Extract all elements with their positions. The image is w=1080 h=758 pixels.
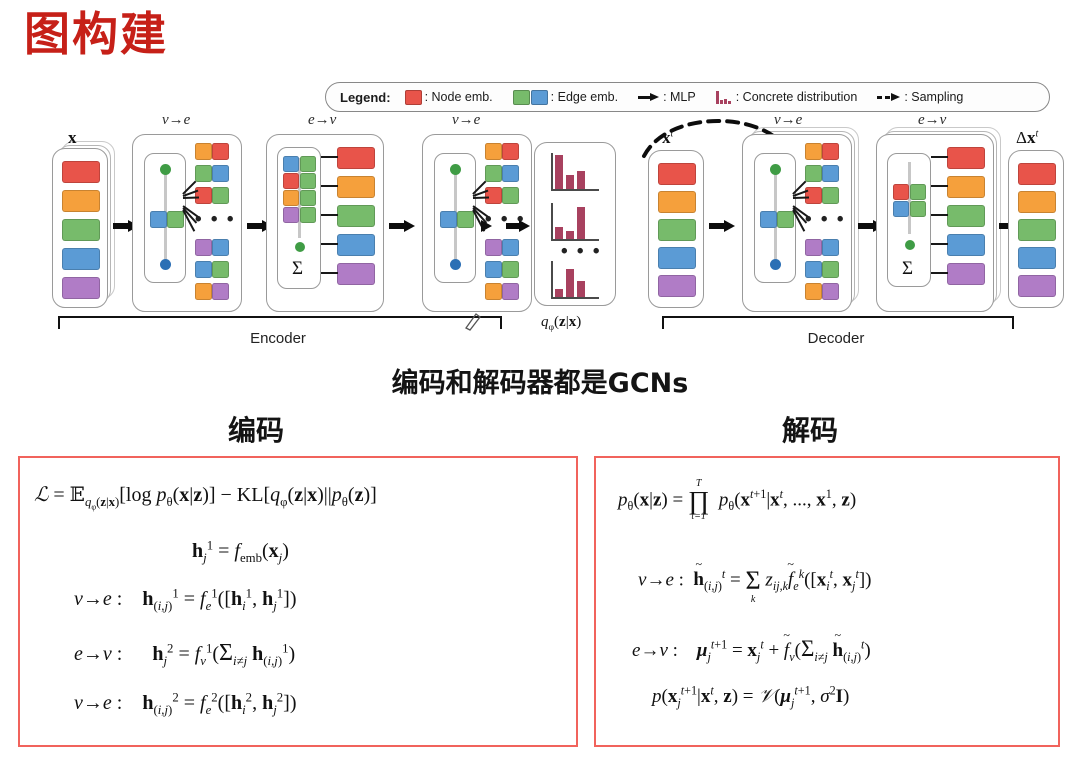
encoder-e2v-panel: Σ [266, 134, 384, 312]
legend-item-label: : Node emb. [424, 90, 493, 104]
panel-label-enc-v2e-2: v→e [452, 112, 481, 128]
edge-emb-swatch [512, 89, 548, 105]
node-emb-swatch [404, 89, 422, 105]
output-panel [1008, 150, 1064, 308]
encode-section-label: 编码 [227, 414, 284, 447]
formula-v2e-2: v→e : h(i,j)2 = fe2([hi2, hj2]) [74, 690, 297, 717]
nri-model-diagram: x v→e • • • [0, 112, 1080, 360]
legend-item-sampling: : Sampling [877, 90, 963, 104]
panel-label-dec-e2v: e→v [918, 112, 947, 128]
panel-label-dec-v2e: v→e [774, 112, 803, 128]
flow-arrow [506, 220, 530, 232]
decoder-bracket-label: Decoder [807, 330, 865, 347]
formula-v2e-1: v→e : h(i,j)1 = fe1([hi1, hj1]) [74, 586, 297, 613]
legend-item-label: : MLP [663, 90, 696, 104]
encoder-formula-box: ℒ = 𝔼qφ(z|x)[log pθ(x|z)] − KL[qφ(z|x)||… [18, 456, 578, 747]
input-panel [52, 141, 115, 308]
encoder-bracket-label: Encoder [250, 330, 306, 347]
legend-item-edge-emb: : Edge emb. [512, 89, 619, 105]
formula-e2v-1: e→v : hj2 = fv1(Σi≠j h(i,j)1) [74, 640, 296, 668]
decoder-input-label: xt [662, 128, 674, 147]
output-delta-label: Δxt [1016, 128, 1039, 147]
panel-ellipsis: • • • [561, 241, 602, 262]
sampling-dashed-arrow-icon [877, 92, 901, 102]
panel-label-enc-v2e-1: v→e [162, 112, 191, 128]
decoder-input-panel [648, 150, 704, 308]
concrete-distribution-icon [715, 90, 733, 105]
decoder-bracket [662, 316, 1014, 329]
flow-arrow [389, 220, 415, 232]
panel-ellipsis: • • • [195, 209, 236, 230]
page-title: 图构建 [24, 7, 168, 61]
formula-elbo: ℒ = 𝔼qφ(z|x)[log pθ(x|z)] − KL[qφ(z|x)||… [34, 484, 377, 512]
mlp-arrow-icon [638, 92, 660, 102]
encoder-v2e-panel-2: • • • [422, 134, 532, 312]
encoder-v2e-panel-1: • • • [132, 134, 242, 312]
sigma-symbol: Σ [902, 258, 914, 279]
formula-dec-v2e: v→e : h(i,j)t = Σk zij,kfek([xit, xjt]) [638, 566, 871, 605]
decode-section-label: 解码 [781, 414, 838, 447]
pen-cursor-icon [465, 313, 481, 331]
formula-dec-gaussian: p(xjt+1|xt, z) = 𝒱(μjt+1, σ2I) [652, 683, 850, 710]
concrete-distribution-panel: • • • [534, 142, 616, 306]
flow-arrow [709, 220, 735, 232]
legend-item-concrete-distribution: : Concrete distribution [715, 90, 858, 105]
legend-bar: Legend: : Node emb. : Edge emb. : MLP : … [325, 82, 1050, 112]
latent-distribution-label: qφ(z|x) [541, 314, 582, 333]
input-x-label: x [68, 128, 77, 147]
formula-dec-e2v: e→v : μjt+1 = xjt + fv(Σi≠j h(i,j)t) [632, 636, 871, 663]
decoder-e2v-panel: Σ [876, 127, 1001, 312]
legend-item-label: : Concrete distribution [735, 90, 858, 104]
gcn-caption: 编码和解码器都是GCNs [391, 368, 689, 399]
encoder-bracket [58, 316, 502, 329]
legend-item-node-emb: : Node emb. [404, 89, 493, 105]
legend-item-label: : Edge emb. [550, 90, 619, 104]
panel-label-enc-e2v: e→v [308, 112, 337, 128]
formula-emb: hj1 = femb(xj) [192, 538, 289, 565]
decoder-v2e-panel: • • • [742, 127, 859, 312]
legend-item-mlp: : MLP [638, 90, 696, 104]
legend-item-label: : Sampling [904, 90, 964, 104]
sigma-symbol: Σ [292, 258, 304, 279]
legend-title: Legend: [340, 89, 391, 105]
panel-ellipsis: • • • [805, 209, 846, 230]
